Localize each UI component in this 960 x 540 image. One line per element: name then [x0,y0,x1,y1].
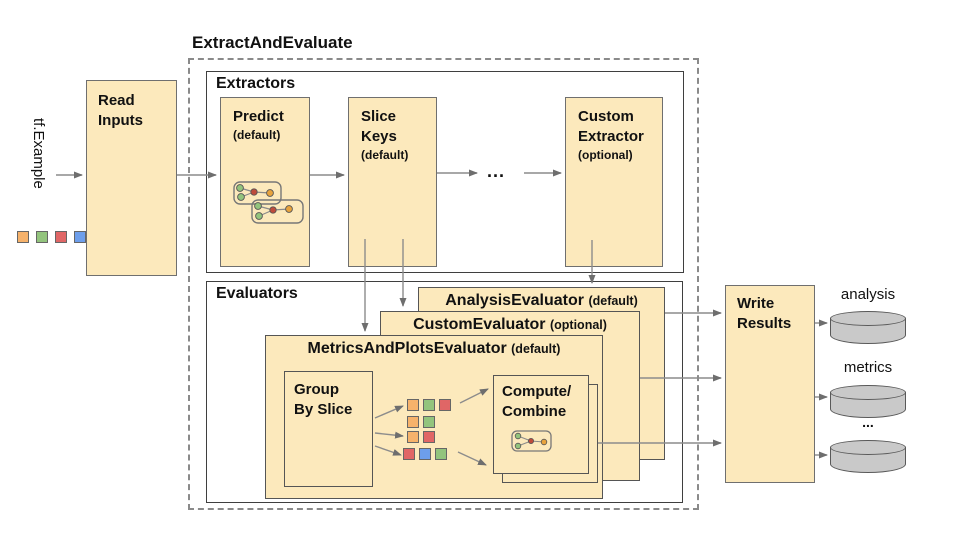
read-inputs-title-line2: Inputs [98,112,143,129]
slice-keys-title-line2: Keys [361,128,397,145]
blue-swatch [419,448,431,460]
custom-extractor-title-line2: Extractor [578,128,644,145]
slice-group-row [403,448,447,460]
metrics-and-plots-evaluator-name: MetricsAndPlotsEvaluator [307,340,507,357]
analysis-evaluator-qualifier: (default) [588,294,638,308]
evaluators-section-label: Evaluators [216,285,298,302]
slice-group-row [407,416,435,428]
green-swatch [423,399,435,411]
orange-swatch [17,231,29,243]
extractors-section-label: Extractors [216,75,296,92]
compute-graph-icon [511,430,552,452]
analysis-evaluator-name: AnalysisEvaluator [445,292,584,309]
green-swatch [36,231,48,243]
diagram-title: ExtractAndEvaluate [192,33,353,52]
slice-keys-extractor-box: Slice Keys (default) [348,97,437,267]
orange-swatch [407,431,419,443]
metrics-and-plots-evaluator-qualifier: (default) [511,342,561,356]
extractors-ellipsis: ... [487,161,506,181]
slice-keys-title-line1: Slice [361,108,397,125]
read-inputs-title-line1: Read [98,92,135,109]
custom-evaluator-name: CustomEvaluator [413,316,546,333]
read-inputs-box: Read Inputs [86,80,177,276]
slice-group-row [407,431,435,443]
evaluators-section: Evaluators [206,281,683,503]
input-swatch-row [17,231,86,243]
slice-group-row [407,399,451,411]
extractors-section: Extractors [206,71,684,273]
orange-swatch [407,399,419,411]
group-by-slice-line2: By Slice [294,401,353,418]
compute-combine-line1: Compute/ [502,383,572,400]
predict-model-graph-icon [233,181,304,224]
database-icon-other [830,440,906,473]
red-swatch [423,431,435,443]
custom-extractor-qualifier: (optional) [578,148,633,162]
write-results-line2: Results [737,315,792,332]
orange-swatch [407,416,419,428]
compute-combine-box: Compute/ Combine [493,375,589,474]
group-by-slice-line1: Group [294,381,339,398]
database-icon-metrics [830,385,906,418]
red-swatch [403,448,415,460]
custom-extractor-box: Custom Extractor (optional) [565,97,663,267]
write-results-line1: Write [737,295,775,312]
extract-and-evaluate-boundary [188,58,699,510]
compute-combine-line2: Combine [502,403,567,420]
slice-keys-qualifier: (default) [361,148,409,162]
red-swatch [55,231,67,243]
output-label-analysis: analysis [840,286,896,303]
custom-extractor-title-line1: Custom [578,108,634,125]
predict-qualifier: (default) [233,128,281,142]
output-label-ellipsis: ... [862,414,874,430]
group-by-slice-box: Group By Slice [284,371,373,487]
database-icon-analysis [830,311,906,344]
predict-title: Predict [233,108,284,125]
green-swatch [435,448,447,460]
blue-swatch [74,231,86,243]
custom-evaluator-qualifier: (optional) [549,318,607,332]
red-swatch [439,399,451,411]
write-results-box: Write Results [725,285,815,483]
green-swatch [423,416,435,428]
input-label: tf.Example [30,118,47,189]
output-label-metrics: metrics [843,359,893,376]
